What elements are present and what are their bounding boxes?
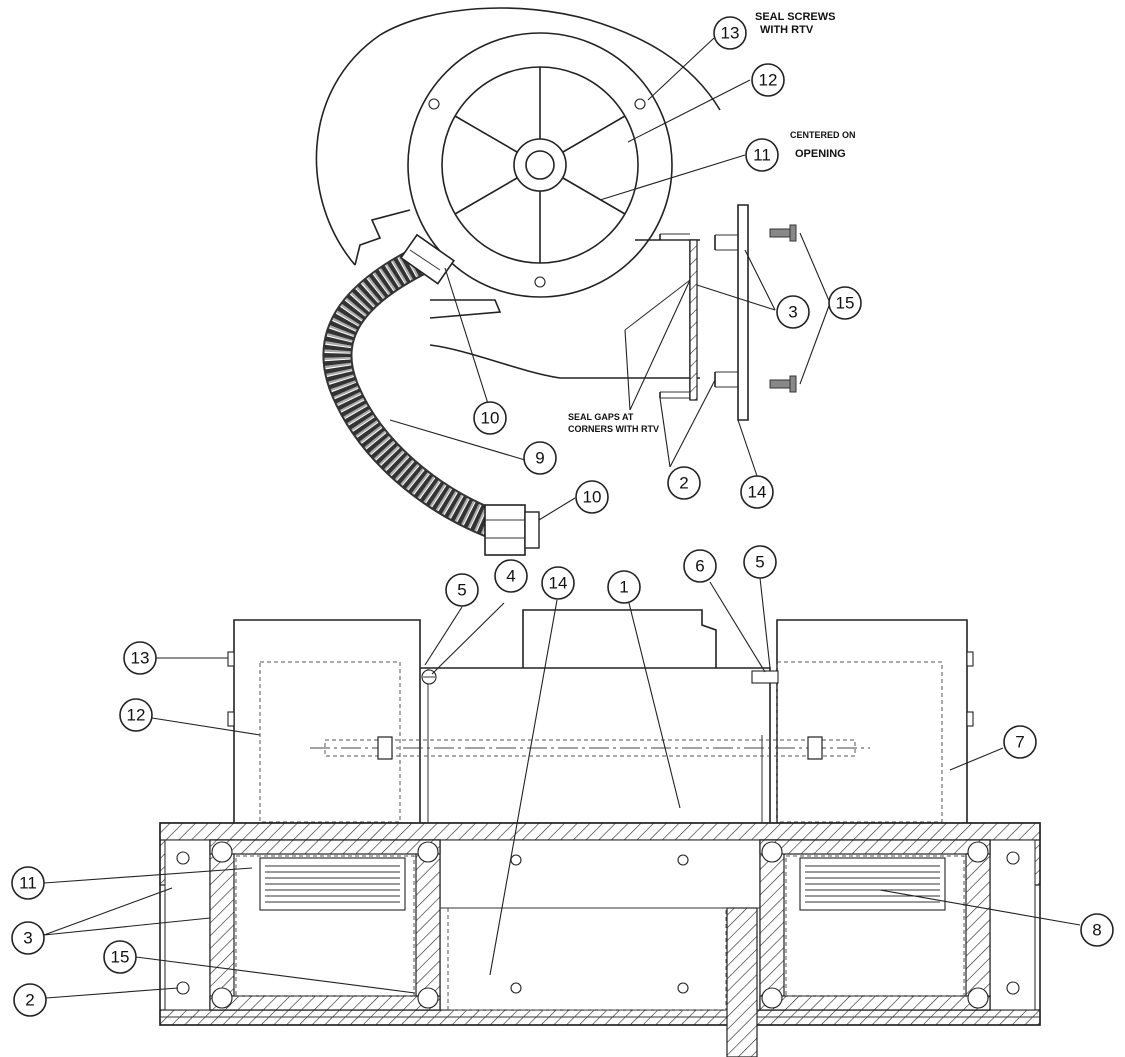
svg-text:15: 15 [836,294,855,313]
balloon-13: 13 [123,641,157,675]
motor-terminal-box [522,609,717,668]
left-blower-wheel [259,857,406,911]
right-housing [776,619,968,823]
balloon-10-top-b: 10 [575,480,609,514]
motor-shaft [310,736,870,760]
balloon-3: 3 [11,921,45,955]
balloon-14: 14 [541,566,575,600]
balloon-14-top: 14 [740,475,774,509]
blower-housing-scroll [315,7,721,266]
balloon-5-left: 5 [445,573,479,607]
svg-text:3: 3 [788,303,797,322]
note-seal-gaps-line2: CORNERS WITH RTV [568,424,659,434]
note-centered-line2: OPENING [795,148,846,160]
svg-text:11: 11 [753,146,771,165]
blower-spokes [454,67,626,263]
svg-text:12: 12 [127,706,146,725]
center-divider [726,907,758,1057]
svg-text:2: 2 [25,991,34,1010]
balloon-1: 1 [607,570,641,604]
svg-text:5: 5 [755,553,764,572]
note-seal-gaps-line1: SEAL GAPS AT [568,412,634,422]
balloon-3-top: 3 [776,295,810,329]
balloon-5-right: 5 [743,545,777,579]
flexible-conduit [322,244,501,539]
svg-text:10: 10 [481,409,500,428]
screw-bottom [769,375,797,393]
screw-top [769,224,797,242]
housing-outlet-bottom [429,344,700,379]
balloon-11: 11 [11,866,45,900]
balloon-13-top: 13 [713,16,747,50]
conduit-fitting-bottom [484,504,540,556]
balloon-6: 6 [683,549,717,583]
svg-text:15: 15 [111,948,130,967]
svg-text:13: 13 [131,649,150,668]
left-housing-hidden [259,661,401,823]
housing-lower-edge [429,299,502,319]
leaders-upper [389,37,831,521]
base-outline [159,822,1041,1026]
balloon-11-top: 11 [745,138,779,172]
leaders-lower [43,577,1081,999]
balloon-2: 2 [13,983,47,1017]
blower-ring-outer [407,32,673,298]
corner-grommets [211,841,989,1009]
note-seal-screws-line1: SEAL SCREWS [755,11,835,23]
gasket-plate [624,233,698,401]
ring-screw [428,98,440,110]
balloon-15-top: 15 [828,286,862,320]
housing-screws [227,651,974,727]
balloon-12-top: 12 [751,63,785,97]
svg-text:3: 3 [23,929,32,948]
blower-view [315,7,797,556]
base-top-wall [159,822,1041,841]
balloon-4: 4 [494,559,528,593]
base-screws [176,851,1020,995]
motor-mount-bolts [421,669,779,685]
mounting-bracket [714,204,749,421]
balloon-12: 12 [119,698,153,732]
housing-break-line [354,209,411,266]
right-housing-hidden [776,661,943,823]
svg-text:9: 9 [535,449,544,468]
ring-screw [534,276,546,288]
note-centered-line1: CENTERED ON [790,130,856,140]
right-blower-wheel [799,857,946,911]
balloon-8: 8 [1080,913,1114,947]
balloon-9-top: 9 [523,441,557,475]
svg-text:5: 5 [457,581,466,600]
svg-text:7: 7 [1015,733,1024,752]
svg-text:2: 2 [679,474,688,493]
blower-hub-bore [525,150,555,180]
balloon-2-top: 2 [667,466,701,500]
svg-text:4: 4 [506,567,515,586]
assembly-view [159,609,1041,1057]
svg-text:8: 8 [1092,921,1101,940]
balloons-lower: 5 4 14 1 6 5 13 12 7 11 3 8 15 2 [11,545,1114,1017]
svg-text:10: 10 [583,488,602,507]
svg-text:11: 11 [19,874,37,893]
svg-text:14: 14 [549,574,568,593]
blower-hub [513,138,567,192]
motor-end-lines [427,668,763,823]
svg-text:6: 6 [695,557,704,576]
ring-screw [634,98,646,110]
note-seal-screws-line2: WITH RTV [760,24,814,36]
svg-text:14: 14 [748,483,767,502]
motor-body-top [420,667,771,823]
svg-text:13: 13 [721,24,740,43]
balloon-15: 15 [103,940,137,974]
svg-text:1: 1 [619,578,628,597]
notes-upper: SEAL SCREWS WITH RTV CENTERED ON OPENING… [568,11,856,434]
balloon-7: 7 [1003,725,1037,759]
left-housing [233,619,421,823]
balloon-10-top-a: 10 [473,401,507,435]
svg-text:12: 12 [759,71,778,90]
balloons-upper: 13 12 11 3 15 10 9 2 14 10 [473,16,862,514]
